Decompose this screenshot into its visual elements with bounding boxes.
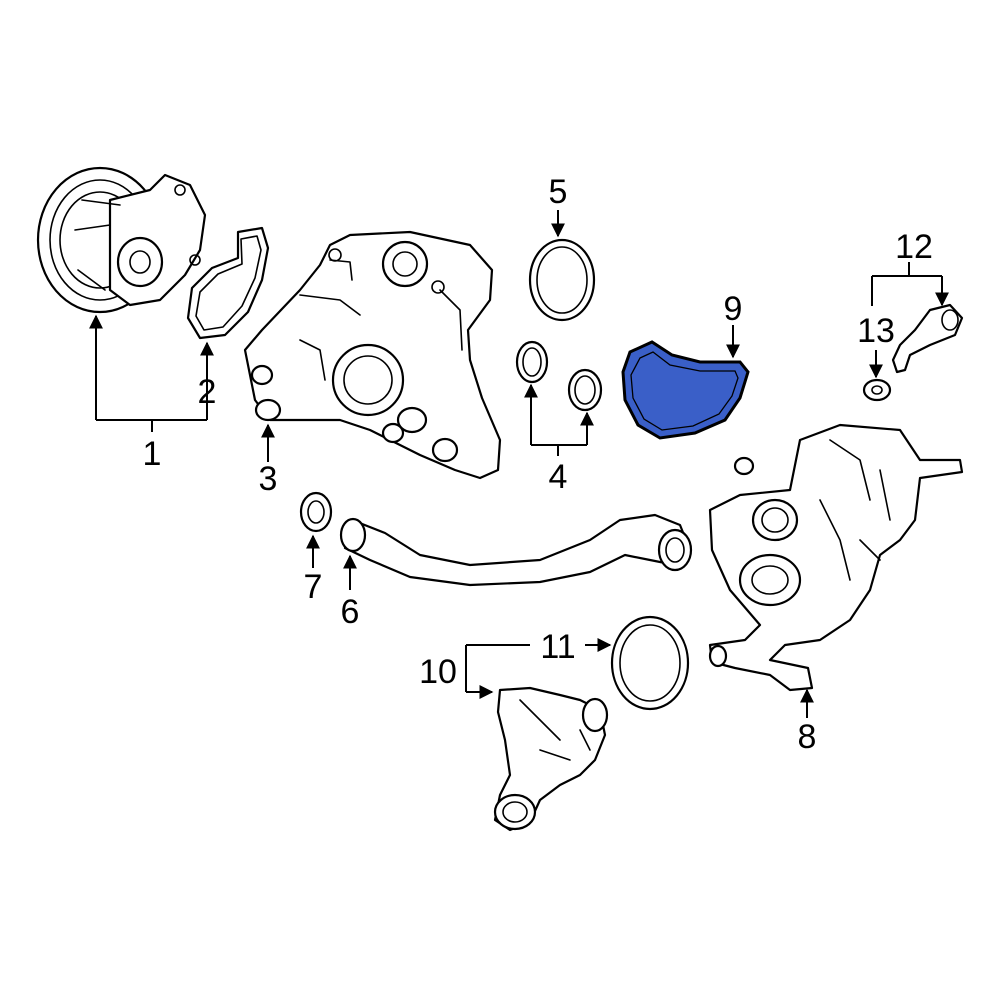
part-5-o-ring[interactable]: [528, 238, 596, 322]
part-13-washer[interactable]: [862, 378, 892, 402]
callout-13: 13: [857, 312, 895, 350]
callout-12: 12: [895, 228, 933, 266]
callout-2: 2: [198, 373, 217, 411]
callout-7: 7: [304, 568, 323, 606]
part-1-water-pump[interactable]: [36, 166, 207, 314]
part-8-thermostat-housing[interactable]: [708, 423, 964, 692]
callout-4: 4: [549, 458, 568, 496]
callout-6: 6: [341, 593, 360, 631]
callout-11: 11: [540, 628, 575, 666]
part-6-water-pipe[interactable]: [339, 513, 693, 587]
callout-3: 3: [259, 460, 278, 498]
part-2-pump-gasket[interactable]: [186, 226, 270, 340]
callout-8: 8: [798, 718, 817, 756]
part-12-temp-sensor[interactable]: [891, 303, 964, 374]
callout-9: 9: [724, 290, 743, 328]
part-4-o-rings[interactable]: [515, 340, 603, 412]
leader-lines: [89, 210, 949, 718]
part-7-washer[interactable]: [299, 491, 333, 533]
part-9-gasket-highlighted[interactable]: [621, 340, 750, 440]
part-11-seal-ring[interactable]: [610, 615, 690, 711]
part-3-front-cover[interactable]: [243, 230, 502, 480]
callout-1: 1: [143, 435, 162, 473]
callout-5: 5: [549, 173, 568, 211]
part-10-thermostat[interactable]: [493, 686, 609, 832]
callout-labels: 1 2 3 4 5 6 7 8 9 10 11 12 13: [143, 173, 933, 756]
callout-10: 10: [419, 653, 457, 691]
